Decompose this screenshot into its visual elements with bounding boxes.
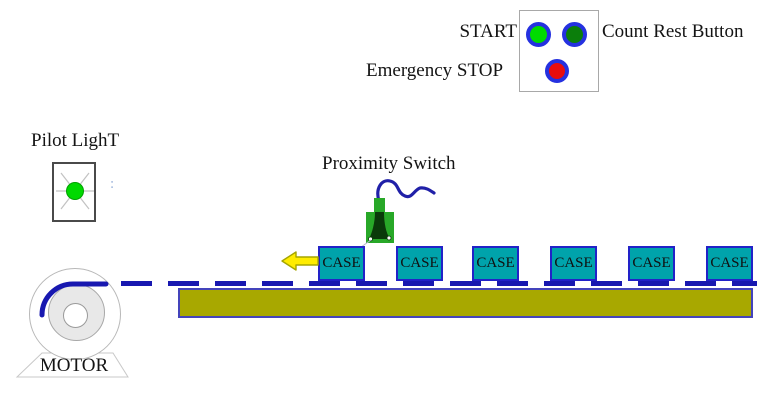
count-rest-label: Count Rest Button <box>602 21 744 42</box>
proximity-cable <box>376 179 436 203</box>
proximity-funnel-icon <box>368 212 392 242</box>
start-label: START <box>459 21 517 42</box>
case-box: CASE <box>396 246 443 281</box>
start-button[interactable] <box>526 22 551 47</box>
motor-label: MOTOR <box>39 355 109 376</box>
motor-belt-arc <box>39 281 109 318</box>
proximity-switch-label: Proximity Switch <box>322 153 456 174</box>
case-box: CASE <box>706 246 753 281</box>
case-box: CASE <box>472 246 519 281</box>
emergency-stop-button[interactable] <box>545 59 569 83</box>
pilot-light-icon <box>56 172 94 210</box>
emergency-stop-label: Emergency STOP <box>366 60 504 81</box>
direction-arrow-icon <box>281 251 319 271</box>
conveyor-bed <box>178 288 753 318</box>
proximity-switch-body <box>366 212 394 243</box>
belt-dashes <box>121 281 757 286</box>
proximity-switch-stem <box>374 198 385 213</box>
pilot-light-box <box>52 162 96 222</box>
pilot-light-label: Pilot LighT <box>31 130 120 151</box>
case-box: CASE <box>550 246 597 281</box>
case-box: CASE <box>318 246 365 281</box>
stray-colon-artifact: : <box>110 176 115 192</box>
case-box: CASE <box>628 246 675 281</box>
count-rest-button[interactable] <box>562 22 587 47</box>
motor-pulley-hub <box>63 303 88 328</box>
